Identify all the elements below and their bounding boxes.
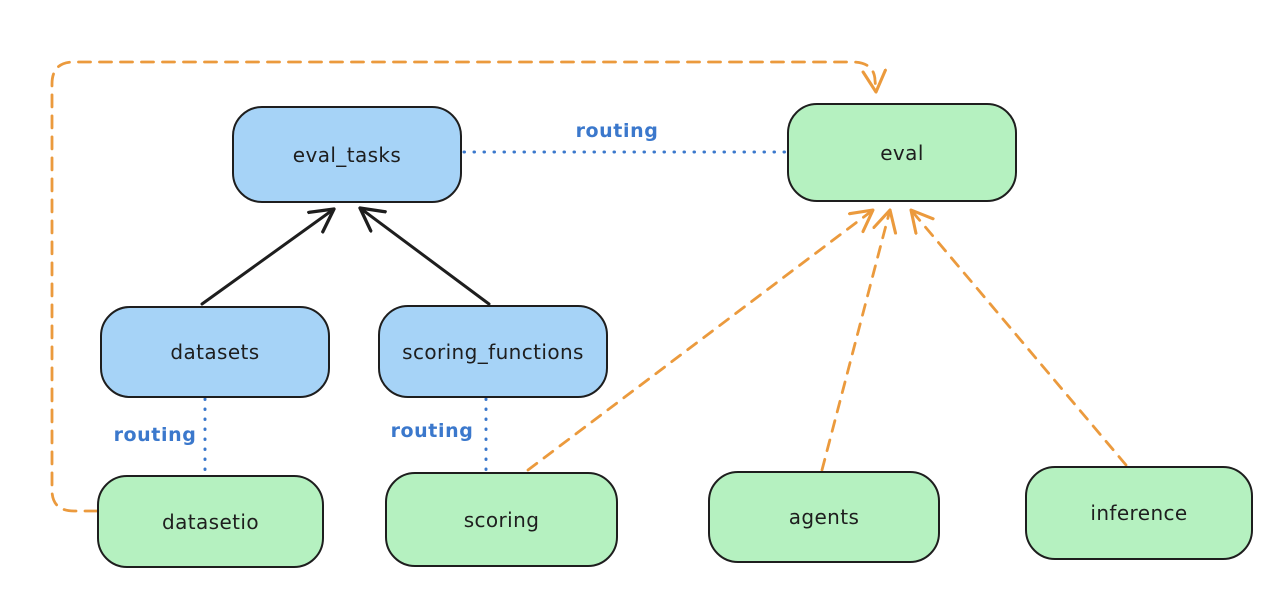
node-agents-label: agents (788, 505, 860, 529)
edge-datasets-to-eval-tasks (200, 209, 334, 306)
edge-label-routing-top: routing (575, 120, 659, 142)
edge-agents-to-eval (820, 210, 890, 472)
node-eval-tasks-label: eval_tasks (292, 142, 402, 167)
edge-label-routing-left: routing (113, 424, 197, 446)
node-scoring-label: scoring (463, 507, 540, 532)
node-scoring: scoring (385, 472, 618, 567)
edge-scoring-functions-to-eval-tasks (360, 208, 491, 306)
node-datasets-label: datasets (170, 340, 260, 364)
edge-label-routing-mid: routing (390, 420, 474, 442)
node-eval: eval (787, 103, 1017, 202)
edge-inference-to-eval (911, 210, 1128, 467)
node-scoring-functions: scoring_functions (378, 305, 608, 398)
edge-scoring-to-eval (526, 210, 873, 472)
node-agents: agents (708, 471, 940, 563)
node-eval-tasks: eval_tasks (232, 106, 462, 203)
node-eval-label: eval (880, 140, 924, 165)
node-datasetio-label: datasetio (161, 509, 259, 534)
node-scoring-functions-label: scoring_functions (402, 339, 584, 364)
node-inference: inference (1025, 466, 1253, 560)
node-datasets: datasets (100, 306, 330, 398)
node-inference-label: inference (1090, 501, 1188, 525)
node-datasetio: datasetio (97, 475, 324, 568)
